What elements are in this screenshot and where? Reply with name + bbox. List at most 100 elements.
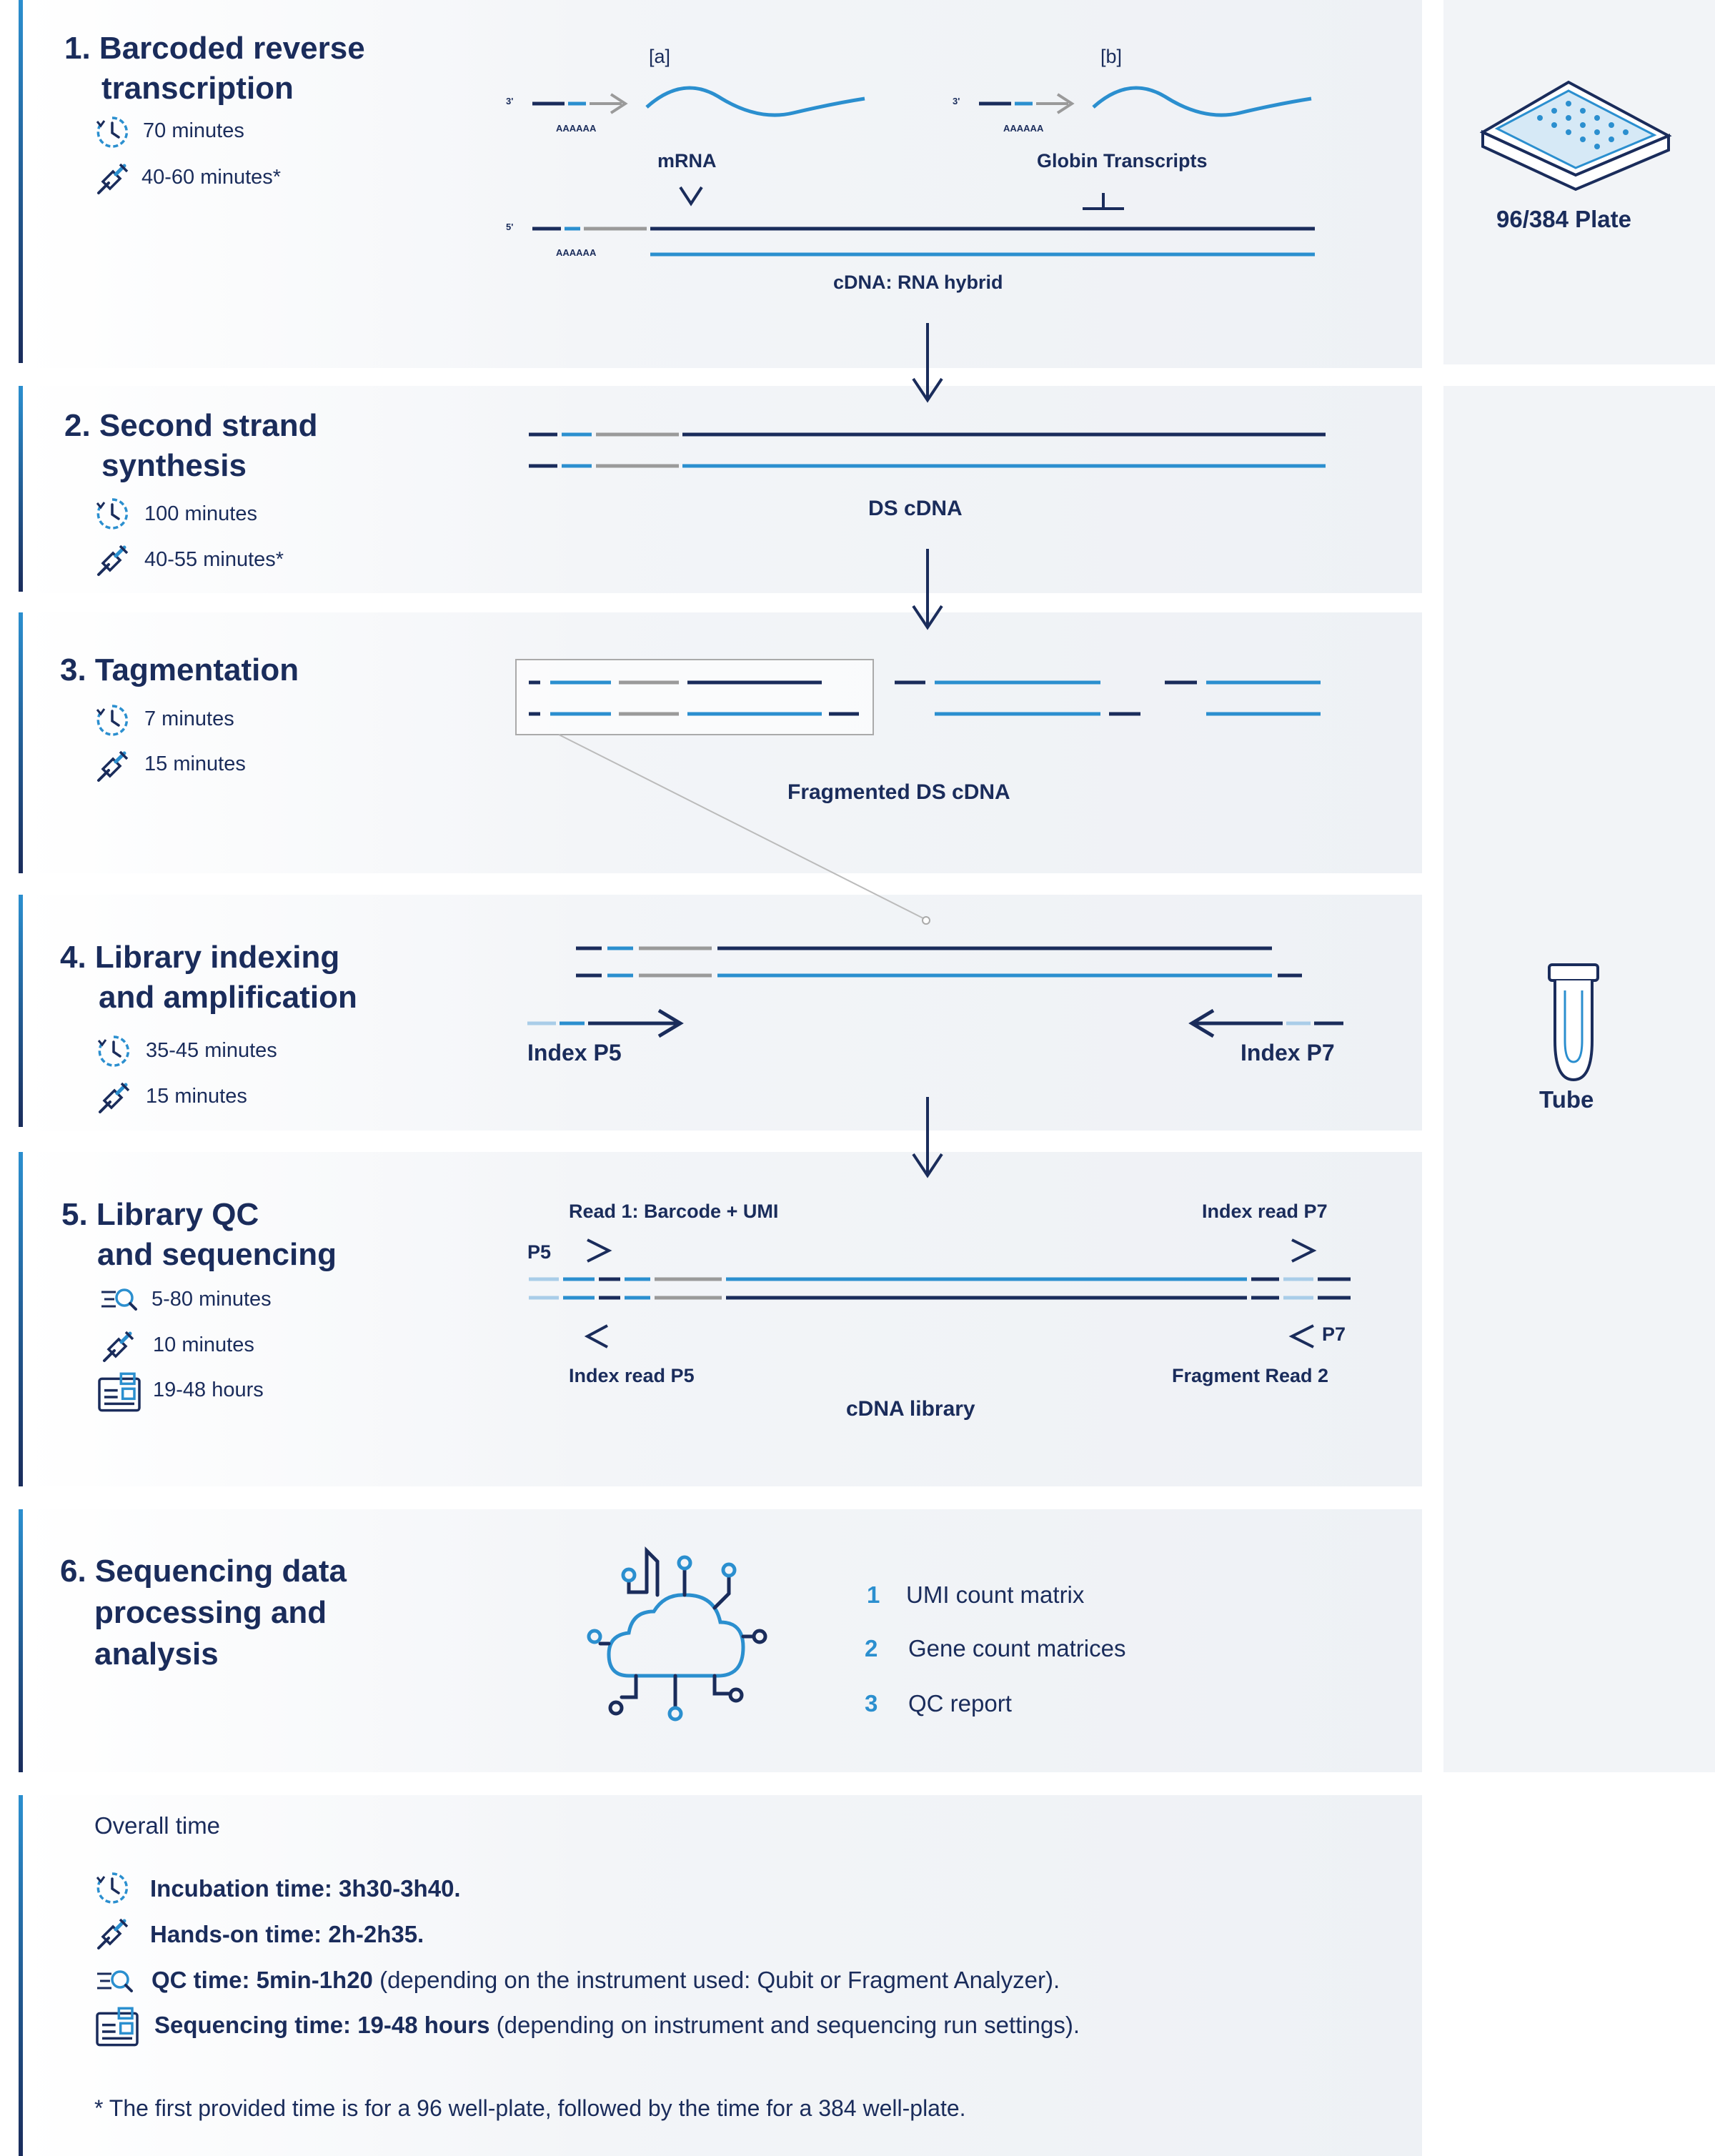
primer-b bbox=[979, 93, 1075, 114]
arrow-down-icon bbox=[912, 323, 943, 403]
arrow-down-icon bbox=[912, 549, 943, 630]
clock-icon bbox=[96, 1872, 129, 1904]
chevron-down-icon bbox=[679, 186, 703, 207]
index-p5-label: Index P5 bbox=[527, 1040, 622, 1065]
p5-label: P5 bbox=[527, 1241, 552, 1263]
summary-bar bbox=[19, 1795, 23, 2156]
step-1-panel bbox=[21, 0, 1422, 368]
step-5-qc: 5-80 minutes bbox=[151, 1288, 272, 1311]
p7-label: P7 bbox=[1322, 1323, 1346, 1345]
step-1-bar bbox=[19, 0, 23, 363]
step-1-incubation: 70 minutes bbox=[143, 119, 244, 142]
polya-hybrid: AAAAAA bbox=[556, 247, 597, 258]
step-3-panel bbox=[21, 612, 1422, 873]
output-3-num: 3 bbox=[865, 1690, 878, 1717]
step-2-incubation: 100 minutes bbox=[144, 502, 257, 525]
step-6-title: 6. Sequencing data processing and analys… bbox=[60, 1554, 347, 1671]
step-4-bar bbox=[19, 895, 23, 1127]
primer-p7-arrow bbox=[1188, 1008, 1343, 1038]
step-3-bar bbox=[19, 612, 23, 873]
five-prime: 5' bbox=[506, 222, 514, 232]
polya-a: AAAAAA bbox=[556, 123, 597, 134]
step-1-handson: 40-60 minutes* bbox=[141, 166, 282, 189]
step-4-title: 4. Library indexing and amplification bbox=[60, 940, 357, 1015]
fragment-2 bbox=[895, 680, 1140, 716]
index-p7-label: Index P7 bbox=[1241, 1040, 1335, 1065]
pipette-icon bbox=[94, 1917, 131, 1954]
step-3-handson: 15 minutes bbox=[144, 752, 246, 775]
zoom-box bbox=[515, 659, 874, 735]
block-icon bbox=[1083, 193, 1124, 210]
output-1-num: 1 bbox=[867, 1581, 880, 1608]
summary-qc: QC time: 5min-1h20 (depending on the ins… bbox=[151, 1967, 1060, 1993]
output-2-num: 2 bbox=[865, 1635, 878, 1661]
step-5-sequencing: 19-48 hours bbox=[153, 1378, 264, 1401]
index-read-p7-chevron bbox=[1291, 1238, 1317, 1263]
arrow-down-icon bbox=[912, 1097, 943, 1178]
read1-label: Read 1: Barcode + UMI bbox=[569, 1201, 779, 1222]
globin-label: Globin Transcripts bbox=[1037, 150, 1208, 172]
ds-cdna-label: DS cDNA bbox=[868, 497, 963, 520]
hybrid-strands bbox=[532, 227, 1315, 257]
three-prime-a: 3' bbox=[506, 96, 514, 106]
workflow-diagram bbox=[515, 86, 1351, 1722]
step-2-handson: 40-55 minutes* bbox=[144, 548, 284, 571]
step-4-panel bbox=[21, 895, 1422, 1131]
globin-wave-b bbox=[1092, 86, 1312, 117]
footnote: * The first provided time is for a 96 we… bbox=[94, 2095, 966, 2121]
sequencer-icon bbox=[96, 2007, 139, 2047]
step-2-panel bbox=[21, 386, 1422, 593]
step-6-panel bbox=[21, 1509, 1422, 1772]
primer-p5-arrow bbox=[527, 1008, 684, 1038]
step-5-panel bbox=[21, 1152, 1422, 1486]
three-prime-b: 3' bbox=[953, 96, 960, 106]
tube-label: Tube bbox=[1539, 1086, 1594, 1113]
summary-sequencing: Sequencing time: 19-48 hours (depending … bbox=[154, 2012, 1080, 2038]
read1-chevron bbox=[587, 1238, 612, 1263]
fragment-read2-label: Fragment Read 2 bbox=[1172, 1365, 1329, 1386]
hybrid-label: cDNA: RNA hybrid bbox=[833, 272, 1003, 293]
step-3-incubation: 7 minutes bbox=[144, 707, 234, 730]
output-1-label: UMI count matrix bbox=[906, 1581, 1085, 1608]
step-4-incubation: 35-45 minutes bbox=[146, 1039, 277, 1062]
zoom-point bbox=[922, 916, 930, 925]
index-read-p5-chevron bbox=[584, 1324, 608, 1348]
well-plate-icon bbox=[1479, 80, 1672, 192]
zoom-connector bbox=[558, 734, 924, 919]
fragment-read2-chevron bbox=[1288, 1324, 1314, 1348]
output-2-label: Gene count matrices bbox=[908, 1635, 1126, 1661]
step-3-title: 3. Tagmentation bbox=[60, 652, 299, 687]
plate-label: 96/384 Plate bbox=[1496, 206, 1631, 232]
qc-magnifier-icon bbox=[96, 1970, 133, 1992]
step-4-handson: 15 minutes bbox=[146, 1085, 247, 1108]
label-b: [b] bbox=[1100, 46, 1123, 67]
output-3-label: QC report bbox=[908, 1690, 1012, 1717]
step-1-title: 1. Barcoded reverse transcription bbox=[64, 31, 365, 106]
summary-heading: Overall time bbox=[94, 1812, 221, 1839]
polya-b: AAAAAA bbox=[1003, 123, 1044, 134]
primer-a bbox=[532, 93, 628, 114]
summary-handson: Hands-on time: 2h-2h35. bbox=[150, 1921, 424, 1947]
step-2-title: 2. Second strand synthesis bbox=[64, 408, 318, 483]
fragmented-label: Fragmented DS cDNA bbox=[787, 780, 1010, 804]
index-read-p5-label: Index read P5 bbox=[569, 1365, 695, 1386]
summary-panel bbox=[21, 1795, 1422, 2156]
step-6-bar bbox=[19, 1509, 23, 1772]
cdna-library-label: cDNA library bbox=[846, 1397, 975, 1421]
cdna-library-strands bbox=[529, 1277, 1351, 1300]
step-5-handson: 10 minutes bbox=[153, 1333, 254, 1356]
label-a: [a] bbox=[649, 46, 671, 67]
summary-incubation: Incubation time: 3h30-3h40. bbox=[150, 1875, 461, 1902]
fragment-1 bbox=[529, 680, 859, 716]
cloud-network-icon bbox=[587, 1546, 767, 1722]
step-5-bar bbox=[19, 1152, 23, 1486]
tube-icon bbox=[1548, 963, 1599, 1082]
mrna-label: mRNA bbox=[657, 150, 717, 172]
fragment-3 bbox=[1165, 680, 1321, 716]
ds-cdna-strands bbox=[529, 432, 1326, 468]
step-5-title: 5. Library QC and sequencing bbox=[61, 1197, 337, 1272]
mrna-wave-a bbox=[645, 86, 865, 117]
indexed-fragment bbox=[576, 946, 1302, 978]
step-2-bar bbox=[19, 386, 23, 592]
index-read-p7-label: Index read P7 bbox=[1202, 1201, 1328, 1222]
